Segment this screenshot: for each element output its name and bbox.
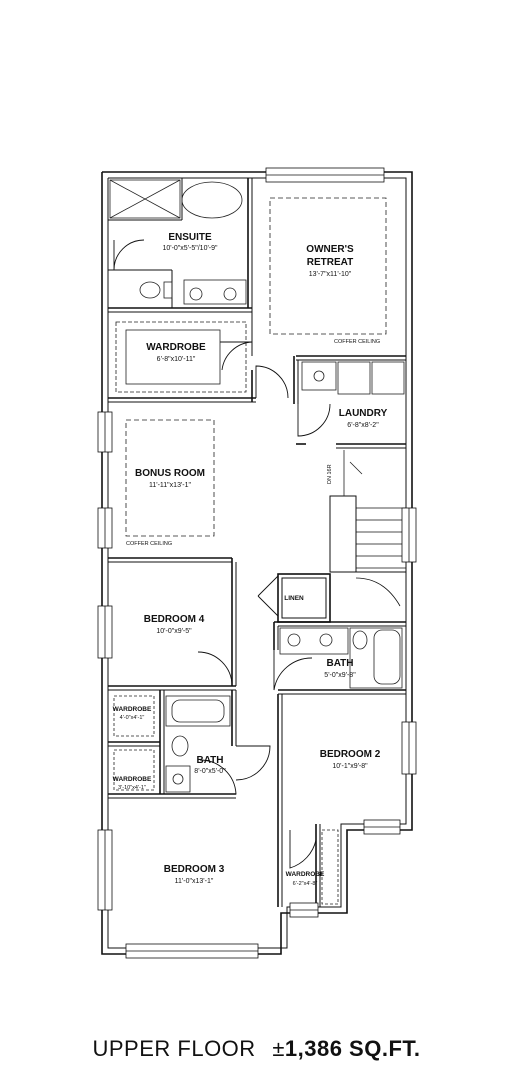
bath-lower-dims: 8'-0"x5'-0" xyxy=(194,768,226,775)
exterior-wall-outer xyxy=(101,171,413,955)
caption-symbol: ± xyxy=(272,1036,285,1061)
wardrobe-b4-name: WARDROBE xyxy=(113,706,152,713)
fixtures xyxy=(109,179,405,905)
windows xyxy=(97,167,417,959)
bedroom-3-dims: 11'-0"x13'-1" xyxy=(175,878,214,885)
wardrobe-b3-dims: 3'-10"x4'-1" xyxy=(118,785,146,791)
wardrobe-b2-dims: 6'-2"x4'-8" xyxy=(293,881,318,887)
laundry-dims: 6'-8"x8'-2" xyxy=(347,422,379,429)
caption-area: 1,386 SQ.FT. xyxy=(284,1036,421,1061)
wardrobe-b4-dims: 4'-0"x4'-1" xyxy=(120,715,145,721)
wardrobe-main-name: WARDROBE xyxy=(146,342,206,353)
room-labels: ENSUITE 10'-0"x5'-5"/10'-9" OWNER'S RETR… xyxy=(113,232,388,887)
bedroom-4-name: BEDROOM 4 xyxy=(144,614,205,625)
coffer-owner xyxy=(269,197,387,335)
shower xyxy=(109,179,181,219)
laundry-name: LAUNDRY xyxy=(339,408,388,419)
bonus-room-dims: 11'-11"x13'-1" xyxy=(149,482,192,489)
exterior-wall-inner xyxy=(107,177,407,949)
owners-retreat-name-1: OWNER'S xyxy=(306,244,354,255)
bathtub xyxy=(181,181,243,219)
coffer-owner-label: COFFER CEILING xyxy=(334,339,380,345)
ensuite-dims: 10'-0"x5'-5"/10'-9" xyxy=(162,245,218,252)
bedroom-4-dims: 10'-0"x9'-5" xyxy=(156,628,192,635)
doors xyxy=(113,239,331,869)
bath-lower-name: BATH xyxy=(196,755,223,766)
linen-name: LINEN xyxy=(284,595,304,602)
coffer-bonus xyxy=(125,419,215,537)
bath-upper-name: BATH xyxy=(326,658,353,669)
coffer-bonus-label: COFFER CEILING xyxy=(126,541,172,547)
bonus-room-name: BONUS ROOM xyxy=(135,468,205,479)
floor-caption: UPPER FLOOR ±1,386 SQ.FT. xyxy=(0,1036,513,1062)
wardrobe-main-dims: 6'-8"x10'-11" xyxy=(157,356,196,363)
wardrobe-b3-name: WARDROBE xyxy=(113,776,152,783)
wardrobe-rod xyxy=(115,321,247,393)
stair-label: DN 16R xyxy=(327,464,333,484)
wardrobe-b2-name: WARDROBE xyxy=(286,871,325,878)
walls xyxy=(101,171,413,955)
bedroom-3-name: BEDROOM 3 xyxy=(164,864,225,875)
bath-upper-dims: 5'-0"x9'-8" xyxy=(324,672,356,679)
ensuite-name: ENSUITE xyxy=(168,232,212,243)
owners-retreat-dims: 13'-7"x11'-10" xyxy=(309,271,352,278)
owners-retreat-name-2: RETREAT xyxy=(307,257,353,268)
bedroom-2-name: BEDROOM 2 xyxy=(320,749,381,760)
bedroom-2-dims: 10'-1"x9'-8" xyxy=(332,763,368,770)
caption-prefix: UPPER FLOOR xyxy=(92,1036,256,1061)
